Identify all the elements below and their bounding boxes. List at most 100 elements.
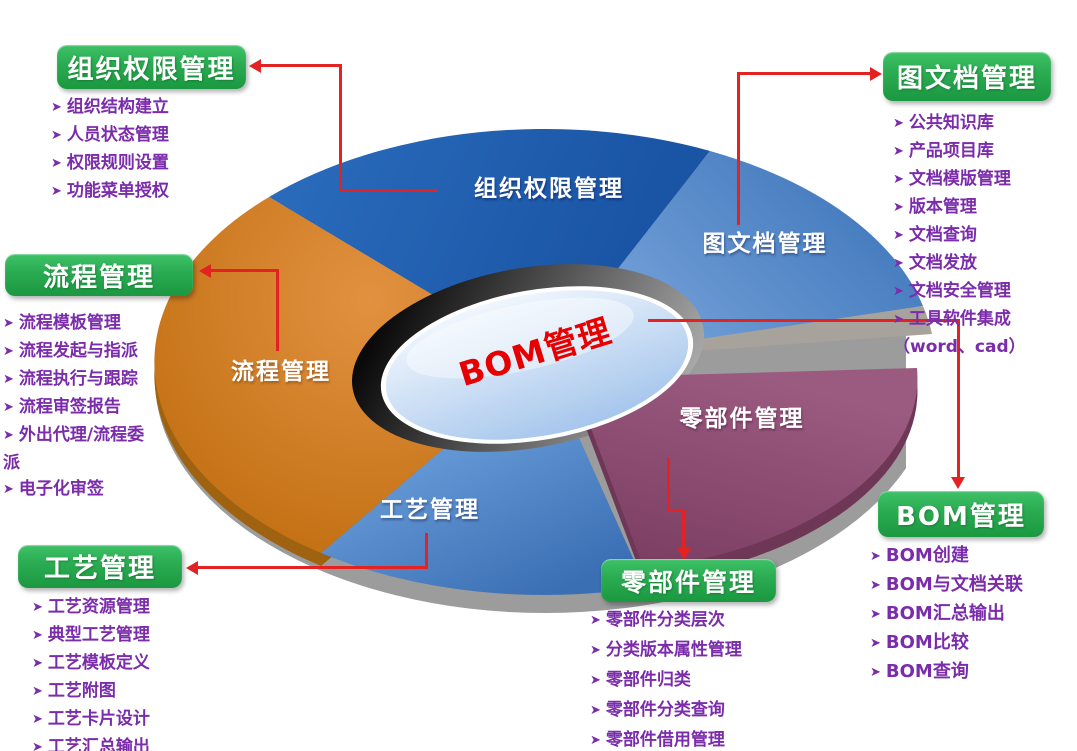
list-item-text: BOM与文档关联 [885, 574, 1023, 595]
connector-process-line [276, 269, 279, 351]
pie-segment-org [269, 128, 710, 362]
arrow-bullet: ➤ [870, 665, 881, 680]
connector-bom-arrowhead [951, 477, 965, 489]
arrow-bullet: ➤ [893, 284, 904, 299]
arrow-bullet: ➤ [893, 144, 904, 159]
list-item: ➤BOM创建 [870, 542, 1070, 571]
list-item: ➤ 文档安全管理 [893, 278, 1033, 306]
list-item-text: 工艺汇总输出 [47, 737, 150, 751]
parts-feature-list: ➤零部件分类层次 ➤分类版本属性管理 ➤零部件归类 ➤零部件分类查询 ➤零部件借… [590, 606, 798, 751]
segment-label-doc: 图文档管理 [703, 230, 828, 257]
connector-org-line [339, 64, 342, 192]
connector-craft-line [196, 566, 428, 569]
connector-parts-line [682, 509, 685, 550]
arrow-bullet: ➤ [3, 428, 14, 443]
process-feature-list: ➤流程模板管理 ➤流程发起与指派 ➤流程执行与跟踪 ➤流程审签报告 ➤外出代理/… [3, 310, 149, 504]
list-item-text: 零部件借用管理 [605, 730, 725, 750]
connector-org-line [339, 189, 438, 192]
callout-org-title: 组织权限管理 [67, 54, 236, 85]
craft-feature-list: ➤ 工艺资源管理 ➤典型工艺管理 ➤ 工艺模板定义 ➤ 工艺附图 ➤ 工艺卡片设计 ➤工… [32, 594, 212, 751]
list-item: ➤分类版本属性管理 [590, 636, 798, 666]
arrow-bullet: ➤ [3, 482, 14, 497]
connector-doc-arrowhead [870, 67, 882, 81]
connector-parts-line [667, 458, 670, 512]
list-item-text: 工艺卡片设计 [47, 709, 150, 729]
list-item-text: 工具软件集成（word、cad） [893, 309, 1026, 357]
list-item-text: 零部件分类层次 [605, 610, 725, 630]
arrow-bullet: ➤ [870, 549, 881, 564]
list-item-text: 产品项目库 [908, 141, 994, 161]
arrow-bullet: ➤ [893, 312, 904, 327]
org-feature-list: ➤组织结构建立 ➤人员状态管理 ➤权限规则设置 ➤功能菜单授权 [51, 94, 223, 206]
list-item-text: 工艺资源管理 [47, 597, 150, 617]
arrow-bullet: ➤ [51, 128, 62, 143]
list-item: ➤零部件分类查询 [590, 696, 798, 726]
connector-bom-line [957, 319, 960, 479]
list-item-text: 外出代理/流程委派 [3, 425, 145, 473]
list-item-text: 零部件归类 [605, 670, 691, 690]
doc-feature-list: ➤公共知识库 ➤产品项目库 ➤文档模版管理 ➤版本管理 ➤文档查询 ➤文档发放 … [893, 110, 1033, 360]
list-item-text: 分类版本属性管理 [605, 640, 742, 660]
arrow-bullet: ➤ [3, 400, 14, 415]
list-item-text: BOM比较 [885, 632, 969, 653]
list-item: ➤ 零部件借用管理 [590, 726, 798, 751]
list-item-text: 版本管理 [908, 197, 977, 217]
bom-feature-list: ➤BOM创建 ➤BOM与文档关联 ➤BOM汇总输出 ➤BOM比较 ➤BOM查询 [870, 542, 1070, 687]
list-item: ➤典型工艺管理 [32, 622, 212, 650]
connector-bom-line [648, 319, 960, 322]
arrow-bullet: ➤ [893, 228, 904, 243]
arrow-bullet: ➤ [870, 578, 881, 593]
list-item: ➤流程执行与跟踪 [3, 366, 149, 394]
arrow-bullet: ➤ [590, 703, 601, 718]
list-item: ➤工艺汇总输出 [32, 734, 212, 751]
callout-process: 流程管理 [5, 254, 193, 296]
list-item-text: 公共知识库 [908, 113, 994, 133]
arrow-bullet: ➤ [893, 256, 904, 271]
segment-label-org: 组织权限管理 [474, 175, 624, 202]
segment-label-craft: 工艺管理 [380, 496, 480, 523]
arrow-bullet: ➤ [870, 607, 881, 622]
list-item-text: 文档模版管理 [908, 169, 1011, 189]
callout-parts-title: 零部件管理 [620, 567, 756, 597]
list-item: ➤流程审签报告 [3, 394, 149, 422]
connector-doc-line [737, 74, 740, 225]
arrow-bullet: ➤ [32, 684, 43, 699]
callout-craft-title: 工艺管理 [43, 554, 156, 584]
list-item: ➤ 工艺资源管理 [32, 594, 212, 622]
connector-org-arrowhead [249, 59, 261, 73]
list-item-text: 工艺附图 [47, 681, 116, 701]
list-item: ➤ BOM查询 [870, 658, 1070, 687]
list-item-text: BOM查询 [885, 661, 969, 682]
arrow-bullet: ➤ [32, 600, 43, 615]
list-item: ➤ 工艺附图 [32, 678, 212, 706]
list-item-text: 文档查询 [908, 225, 977, 245]
connector-parts-arrowhead [677, 548, 691, 560]
segment-label-parts: 零部件管理 [679, 405, 805, 432]
arrow-bullet: ➤ [590, 613, 601, 628]
pie-segment-parts [572, 368, 918, 569]
arrow-bullet: ➤ [870, 636, 881, 651]
arrow-bullet: ➤ [590, 733, 601, 748]
arrow-bullet: ➤ [3, 344, 14, 359]
callout-craft: 工艺管理 [18, 545, 182, 588]
callout-bom-title: BOM管理 [896, 501, 1026, 532]
hub-highlight [406, 297, 634, 379]
list-item: ➤ BOM比较 [870, 629, 1070, 658]
arrow-bullet: ➤ [590, 673, 601, 688]
list-item-text: 文档安全管理 [908, 281, 1011, 301]
list-item: ➤工具软件集成（word、cad） [893, 306, 1033, 360]
list-item: ➤ BOM与文档关联 [870, 571, 1070, 600]
list-item-text: 工艺模板定义 [47, 653, 150, 673]
arrow-bullet: ➤ [893, 200, 904, 215]
list-item: ➤功能菜单授权 [51, 178, 223, 206]
arrow-bullet: ➤ [32, 628, 43, 643]
hub-face [385, 290, 689, 440]
list-item: ➤ 人员状态管理 [51, 122, 223, 150]
list-item-text: 流程执行与跟踪 [18, 369, 138, 389]
list-item-text: 文档发放 [908, 253, 977, 273]
arrow-bullet: ➤ [32, 656, 43, 671]
list-item-text: 人员状态管理 [66, 125, 169, 145]
connector-org-line [259, 64, 342, 67]
list-item-text: 流程模板管理 [18, 313, 121, 333]
